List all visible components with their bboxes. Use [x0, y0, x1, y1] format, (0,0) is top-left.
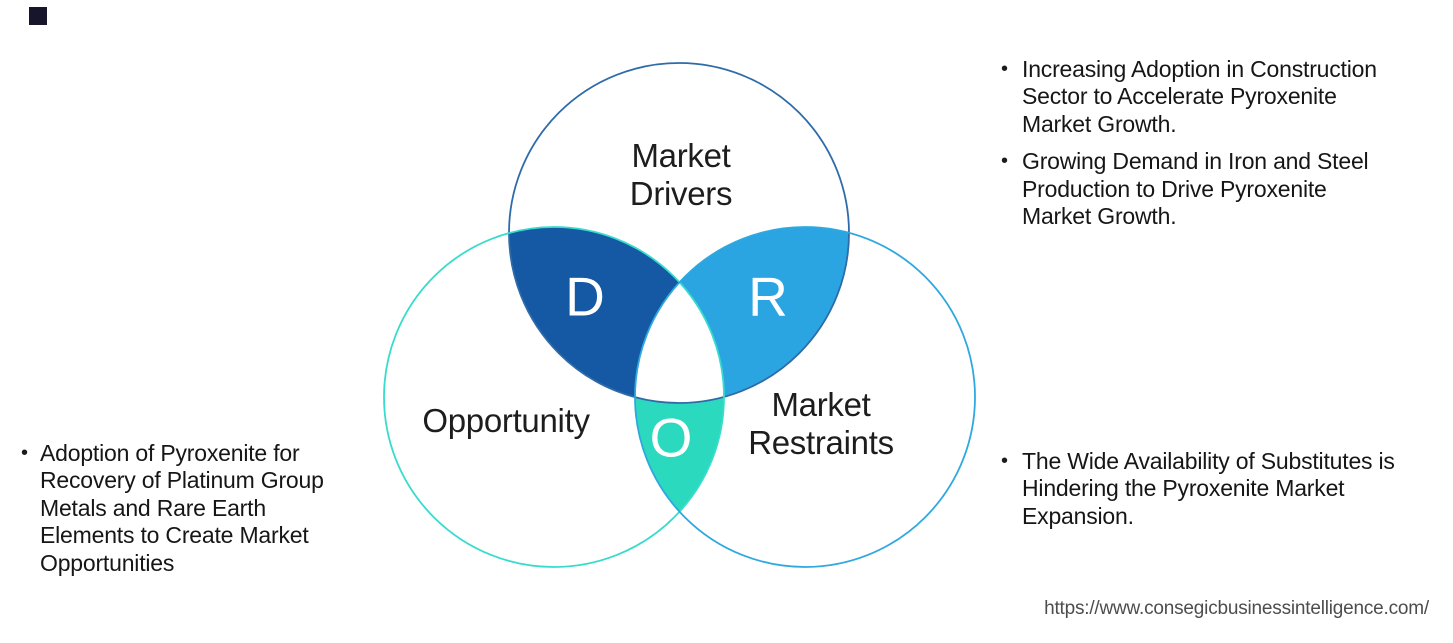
restraints-bullet-list: • The Wide Availability of Substitutes i… [993, 448, 1433, 540]
bullet-line: Metals and Rare Earth [40, 494, 266, 521]
bullet-dot-icon: • [1001, 450, 1009, 472]
bullet-line: Opportunities [40, 549, 175, 576]
bullet-item: • Adoption of Pyroxenite for Recovery of… [14, 440, 374, 577]
drivers-bullet-list: • Increasing Adoption in Construction Se… [993, 56, 1433, 240]
bullet-line: Recovery of Platinum Group [40, 467, 324, 494]
opportunity-circle [383, 226, 725, 568]
source-url: https://www.consegicbusinessintelligence… [1044, 598, 1429, 619]
bullet-line: Adoption of Pyroxenite for [40, 440, 300, 466]
drivers-label-line: Market [631, 137, 731, 174]
restraints-label-line: Market [771, 386, 871, 423]
opportunity-label: Opportunity [422, 402, 590, 440]
bullet-item: • Growing Demand in Iron and Steel Produ… [993, 148, 1433, 230]
opportunity-bullet-list: • Adoption of Pyroxenite for Recovery of… [14, 440, 374, 587]
bullet-line: Production to Drive Pyroxenite [1022, 175, 1327, 202]
bullet-dot-icon: • [1001, 150, 1009, 173]
bullet-line: Market Growth. [1022, 110, 1177, 137]
bullet-line: Growing Demand in Iron and Steel [1022, 148, 1369, 175]
bullet-line: Hindering the Pyroxenite Market [1022, 475, 1345, 502]
bullet-text: Increasing Adoption in Construction Sect… [1022, 56, 1377, 138]
drivers-label-line: Drivers [629, 175, 733, 212]
bullet-line: Increasing Adoption in Construction [1022, 56, 1377, 82]
bullet-line: Sector to Accelerate Pyroxenite [1022, 83, 1337, 110]
restraints-label-line: Restraints [748, 424, 894, 461]
restraints-circle [634, 226, 976, 568]
logo-mark [29, 7, 47, 25]
bullet-line: Elements to Create Market [40, 522, 309, 549]
drivers-label: Market Drivers [629, 137, 733, 213]
bullet-item: • The Wide Availability of Substitutes i… [993, 448, 1433, 530]
bullet-text: Growing Demand in Iron and Steel Product… [1022, 148, 1369, 230]
opportunity-letter: O [649, 406, 693, 469]
bullet-dot-icon: • [21, 442, 29, 464]
bullet-line: Market Growth. [1022, 203, 1177, 230]
bullet-line: Expansion. [1022, 502, 1134, 529]
bullet-item: • Increasing Adoption in Construction Se… [993, 56, 1433, 138]
bullet-text: The Wide Availability of Substitutes is … [1022, 448, 1395, 530]
bullet-text: Adoption of Pyroxenite for Recovery of P… [40, 440, 324, 577]
opportunity-label-line: Opportunity [422, 402, 590, 439]
drivers-letter: D [565, 265, 605, 328]
restraints-letter: R [748, 265, 788, 328]
restraints-label: Market Restraints [748, 386, 894, 462]
bullet-line: The Wide Availability of Substitutes is [1022, 448, 1395, 474]
bullet-dot-icon: • [1001, 58, 1009, 80]
